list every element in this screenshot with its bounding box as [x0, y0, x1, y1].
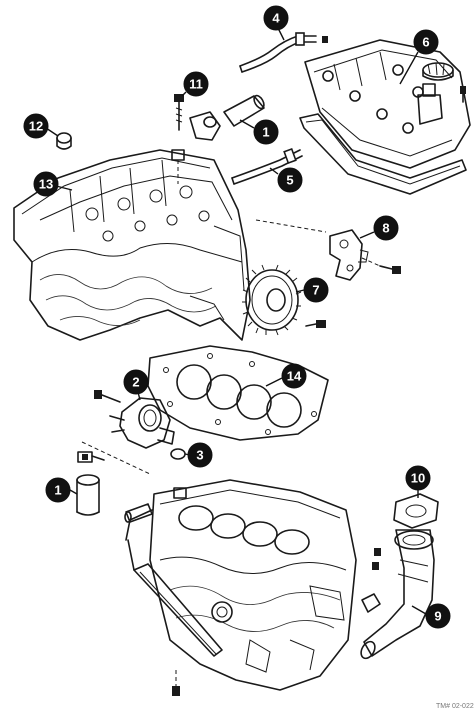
bracket-bolt [361, 257, 401, 274]
block-side-rail [125, 509, 223, 657]
water-fitting [189, 111, 221, 141]
small-fitting [77, 451, 105, 463]
bolt-11 [174, 94, 184, 131]
callout-label: 10 [411, 471, 425, 486]
callout-12-plug: 12 [23, 113, 59, 139]
oil-filler-cap [422, 62, 454, 81]
callout-label: 12 [29, 119, 43, 134]
plug-12 [56, 132, 72, 150]
callout-label: 8 [382, 221, 389, 236]
block-tube [124, 503, 153, 523]
sprocket-bolt [305, 320, 326, 328]
figure-code: TM# 02-022 [436, 703, 474, 710]
callout-10-gasket: 10 [405, 465, 431, 498]
bypass-hose-top [223, 94, 265, 127]
thermostat-housing [109, 397, 175, 449]
alignment-line [81, 441, 151, 475]
sealing-washer [171, 149, 185, 161]
lower-hose [231, 147, 303, 185]
callout-label: 9 [434, 609, 441, 624]
head-gasket [147, 345, 329, 441]
hose-clamp [322, 36, 328, 43]
callout-label: 2 [132, 375, 139, 390]
callout-label: 1 [262, 125, 269, 140]
callout-11-bolt: 11 [181, 71, 209, 97]
callout-2-thermostat-housing: 2 [123, 369, 149, 401]
cover-bolt [460, 86, 466, 103]
outlet-gasket [393, 493, 439, 529]
callout-13-cylinder-head: 13 [33, 171, 73, 197]
water-outlet-pipe [360, 529, 435, 660]
alignment-line [255, 219, 327, 233]
engine-block [149, 479, 357, 691]
o-ring [170, 448, 186, 460]
bracket-8 [329, 229, 369, 281]
callout-3-o-ring: 3 [184, 442, 213, 468]
thermostat-bolt [94, 390, 121, 403]
callout-5-lower-hose: 5 [269, 167, 303, 193]
callout-1-pipe-bottom: 1 [45, 477, 78, 503]
callout-14-head-gasket: 14 [265, 363, 307, 389]
bypass-pipe-bottom [76, 474, 100, 516]
callout-1-hose-top: 1 [239, 119, 279, 145]
callout-label: 3 [196, 448, 203, 463]
callouts: 1 1 2 3 4 5 6 [23, 5, 451, 629]
callout-9-water-outlet-pipe: 9 [411, 603, 451, 629]
callout-label: 11 [189, 77, 203, 92]
callout-label: 5 [286, 173, 293, 188]
drain-plug [172, 670, 180, 696]
callout-label: 14 [287, 369, 302, 384]
outlet-bolts [361, 548, 381, 613]
valve-cover [304, 39, 471, 169]
valve-cover-gasket [299, 113, 467, 195]
callout-7-camshaft-sprocket: 7 [295, 277, 329, 303]
callout-label: 6 [422, 35, 429, 50]
callout-8-bracket: 8 [359, 215, 399, 241]
callout-label: 4 [272, 11, 280, 26]
upper-hose [239, 32, 317, 73]
camshaft-sprocket [242, 264, 302, 336]
callout-label: 13 [39, 177, 53, 192]
callout-label: 1 [54, 483, 61, 498]
callout-label: 7 [312, 283, 319, 298]
callout-6-valve-cover: 6 [399, 29, 439, 85]
callout-4-upper-hose: 4 [263, 5, 289, 41]
